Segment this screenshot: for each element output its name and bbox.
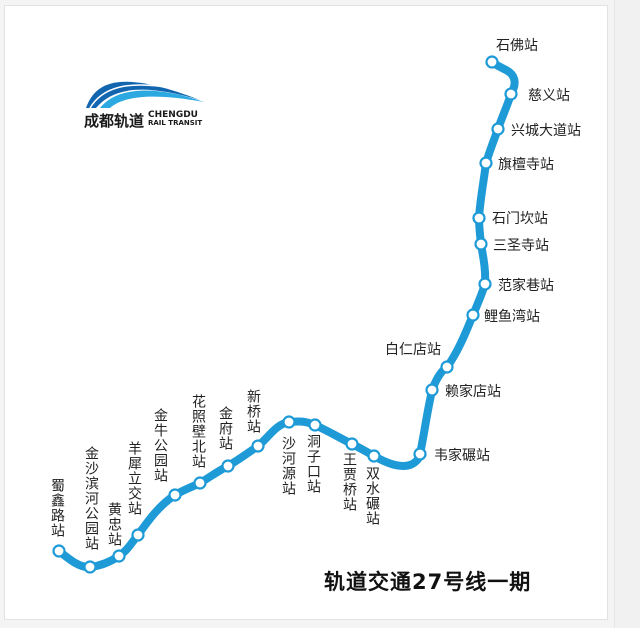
station-dot-xingcheng[interactable] <box>491 122 505 136</box>
station-dot-fanjiaxiang[interactable] <box>478 277 492 291</box>
station-label-shimenkan[interactable]: 石门坎站 <box>492 211 548 227</box>
station-label-huangzhong[interactable]: 黄忠站 <box>106 502 122 547</box>
station-dot-jinniugongyuan[interactable] <box>168 488 182 502</box>
station-markers <box>52 55 518 574</box>
station-label-huazhaobibei[interactable]: 花照壁北站 <box>190 394 206 469</box>
station-label-ciyi[interactable]: 慈义站 <box>528 88 570 104</box>
station-label-jinniugongyuan[interactable]: 金牛公园站 <box>152 408 168 483</box>
station-dot-laijiadian[interactable] <box>425 383 439 397</box>
station-label-shuxinlu[interactable]: 蜀鑫路站 <box>49 478 65 538</box>
logo-name-en: CHENGDU RAIL TRANSIT <box>148 111 202 127</box>
station-dot-xinqiao[interactable] <box>251 439 265 453</box>
station-label-fanjiaxiang[interactable]: 范家巷站 <box>498 278 554 294</box>
station-dot-jinfu[interactable] <box>221 459 235 473</box>
station-dot-sanshengsi[interactable] <box>474 237 488 251</box>
logo-swoosh-icon <box>86 81 204 109</box>
station-dot-shaheyuan[interactable] <box>282 415 296 429</box>
station-label-xingcheng[interactable]: 兴城大道站 <box>511 123 581 139</box>
station-dot-weijianian[interactable] <box>413 447 427 461</box>
station-label-shifo[interactable]: 石佛站 <box>496 38 538 54</box>
station-label-dongzikou[interactable]: 洞子口站 <box>305 434 321 494</box>
station-dot-shimenkan[interactable] <box>472 211 486 225</box>
station-label-liyuwan[interactable]: 鲤鱼湾站 <box>484 309 540 325</box>
station-dot-wangjiaqiao[interactable] <box>345 437 359 451</box>
logo-name-cn: 成都轨道 <box>84 112 145 130</box>
station-label-bairendian[interactable]: 白仁店站 <box>385 342 441 358</box>
station-label-jinshabinhe[interactable]: 金沙滨河公园站 <box>83 446 99 551</box>
station-label-weijianian[interactable]: 韦家碾站 <box>434 448 490 464</box>
station-dot-yangxilijiao[interactable] <box>131 528 145 542</box>
station-dot-shifo[interactable] <box>485 55 499 69</box>
logo-name-en-line1: CHENGDU <box>148 110 198 120</box>
station-label-shuangshuinian[interactable]: 双水碾站 <box>364 466 380 526</box>
station-label-laijiadian[interactable]: 赖家店站 <box>445 384 501 400</box>
station-dot-huazhaobibei[interactable] <box>193 476 207 490</box>
station-dot-ciyi[interactable] <box>504 87 518 101</box>
station-label-shaheyuan[interactable]: 沙河源站 <box>280 436 296 496</box>
station-label-yangxilijiao[interactable]: 羊犀立交站 <box>126 441 142 516</box>
station-dot-huangzhong[interactable] <box>112 549 126 563</box>
station-dot-dongzikou[interactable] <box>308 418 322 432</box>
station-dot-qitan[interactable] <box>479 156 493 170</box>
logo-name-en-line2: RAIL TRANSIT <box>148 119 203 127</box>
station-dot-liyuwan[interactable] <box>466 308 480 322</box>
station-label-sanshengsi[interactable]: 三圣寺站 <box>493 238 549 254</box>
chengdu-rail-logo <box>82 72 212 132</box>
station-label-wangjiaqiao[interactable]: 王贾桥站 <box>341 452 357 512</box>
scrollbar-track[interactable] <box>614 0 640 628</box>
station-label-jinfu[interactable]: 金府站 <box>217 406 233 451</box>
station-dot-bairendian[interactable] <box>440 360 454 374</box>
station-label-qitan[interactable]: 旗檀寺站 <box>498 157 554 173</box>
station-dot-shuangshuinian[interactable] <box>367 449 381 463</box>
station-label-xinqiao[interactable]: 新桥站 <box>245 389 261 434</box>
station-dot-jinshabinhe[interactable] <box>83 560 97 574</box>
station-dot-shuxinlu[interactable] <box>52 544 66 558</box>
map-title: 轨道交通27号线一期 <box>324 570 532 594</box>
